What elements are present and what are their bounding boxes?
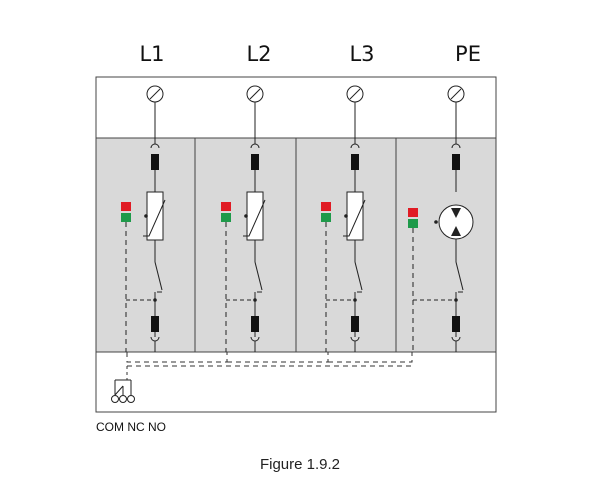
disconnector-switch (154, 261, 163, 291)
disconnector-switch (455, 261, 464, 291)
fuse-element (151, 316, 159, 332)
connection-dot (344, 214, 348, 218)
spark-gap-arrow (451, 208, 461, 218)
indicator-green (321, 213, 331, 222)
plug-socket (451, 143, 461, 149)
figure-caption: Figure 1.9.2 (260, 456, 340, 473)
indicator-red (121, 202, 131, 211)
plug-socket (250, 143, 260, 149)
varistor-slash (243, 199, 266, 237)
fuse-element (351, 316, 359, 332)
indicator-green (408, 219, 418, 228)
indicator-green (221, 213, 231, 222)
connection-dot (144, 214, 148, 218)
disconnector-switch (254, 261, 263, 291)
terminal-screw-slot (149, 88, 161, 100)
varistor-element (346, 191, 364, 241)
fuse-element (452, 316, 460, 332)
fuse-element (151, 154, 159, 170)
fuse-element (251, 316, 259, 332)
contact-terminal-label: COM NC NO (96, 420, 166, 434)
connection-dot (434, 220, 438, 224)
terminal-screw-slot (249, 88, 261, 100)
plug-socket (350, 143, 360, 149)
pole-label-l3: L3 (349, 42, 374, 66)
connection-dot (454, 298, 458, 302)
terminal-screw-slot (349, 88, 361, 100)
indicator-red (408, 208, 418, 217)
indicator-red (221, 202, 231, 211)
pole-label-l1: L1 (139, 42, 164, 66)
pole-label-pe: PE (455, 42, 481, 66)
connection-dot (153, 298, 157, 302)
fuse-element (452, 154, 460, 170)
signal-bus-line (126, 352, 413, 363)
fuse-element (251, 154, 259, 170)
plug-socket (150, 143, 160, 149)
varistor-slash (143, 199, 166, 237)
indicator-green (121, 213, 131, 222)
connection-dot (253, 298, 257, 302)
pole-label-l2: L2 (246, 42, 271, 66)
spark-gap-arrow (451, 226, 461, 236)
fuse-element (351, 154, 359, 170)
disconnector-switch (354, 261, 363, 291)
connection-dot (353, 298, 357, 302)
varistor-element (246, 191, 264, 241)
indicator-red (321, 202, 331, 211)
terminal-screw-slot (450, 88, 462, 100)
connection-dot (244, 214, 248, 218)
remote-signal-contact (111, 379, 135, 403)
varistor-slash (343, 199, 366, 237)
varistor-element (146, 191, 164, 241)
